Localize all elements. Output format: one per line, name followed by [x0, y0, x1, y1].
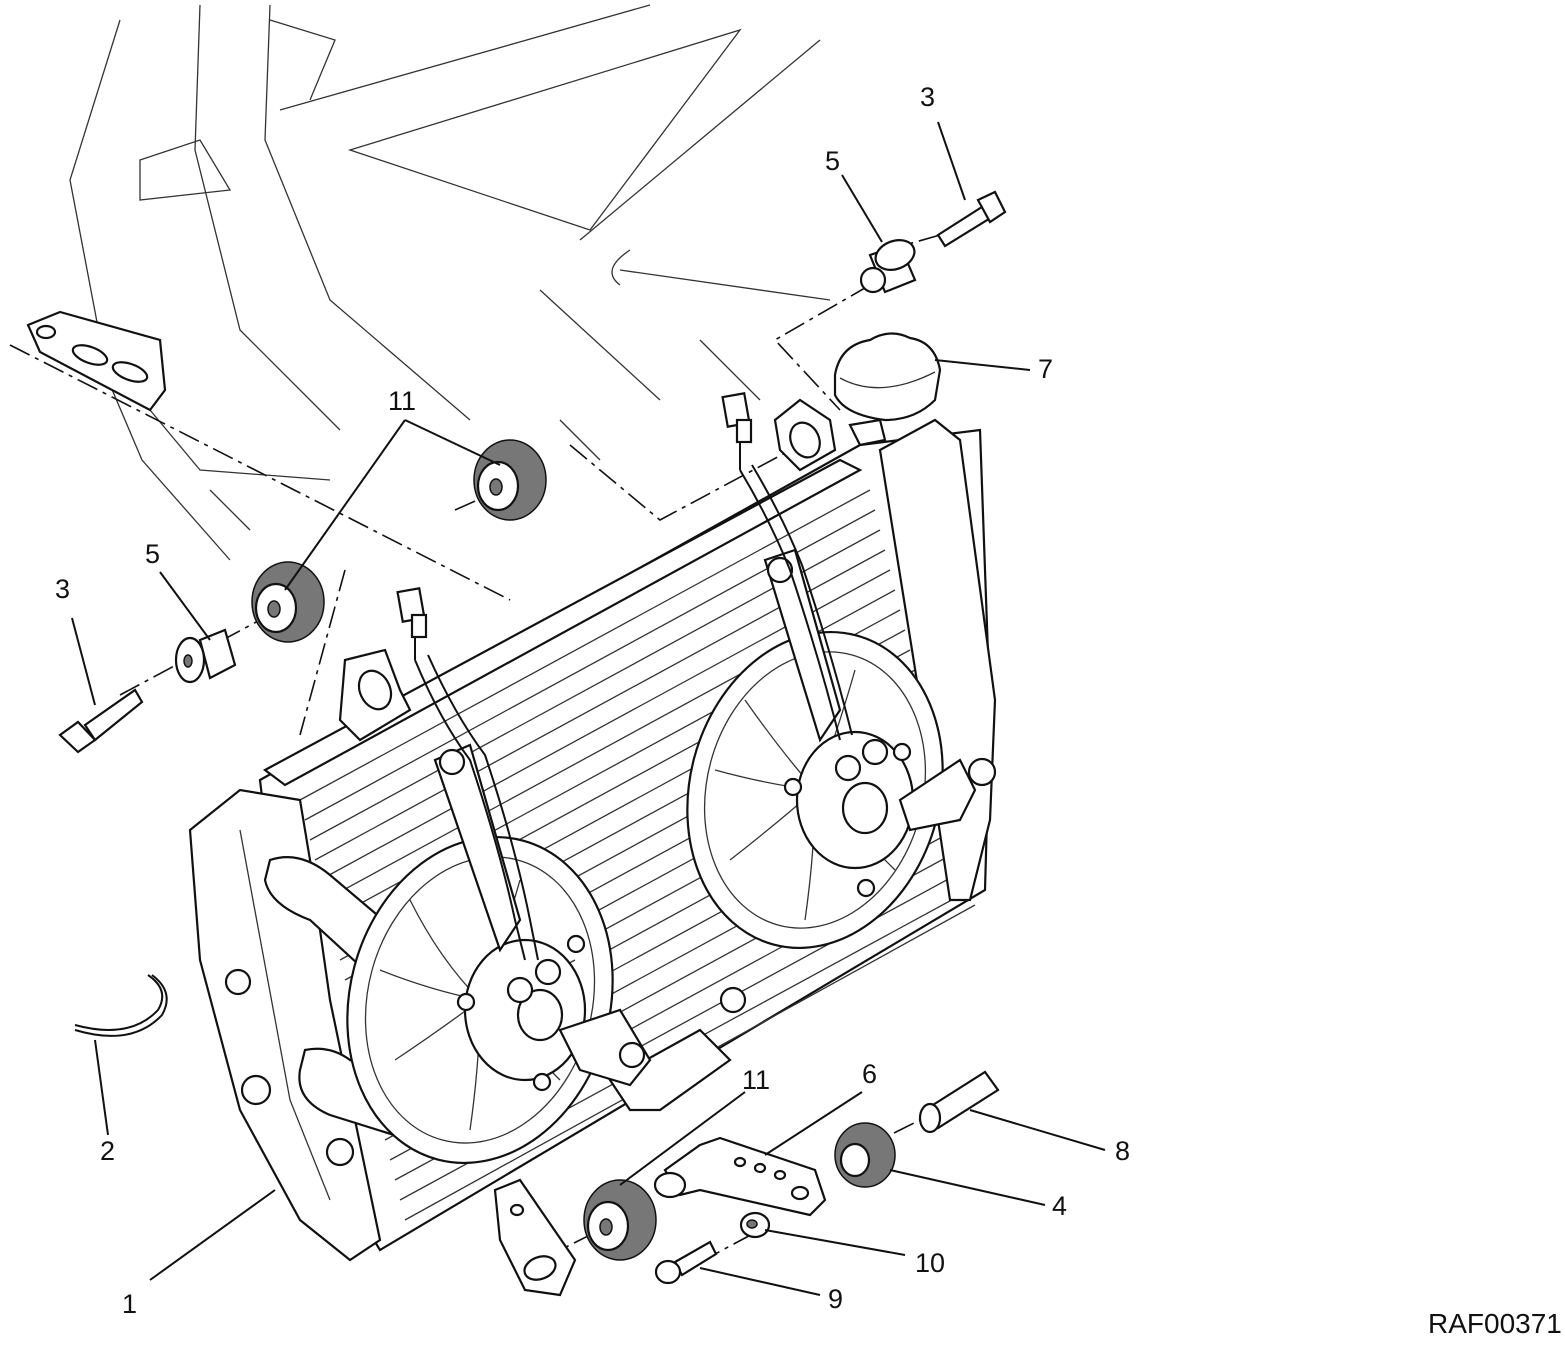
right-fan-connector	[721, 392, 753, 470]
washer	[739, 1211, 771, 1239]
mounting-bracket	[653, 1136, 827, 1217]
callout-7: 7	[1038, 354, 1053, 384]
callout-labels: 1 2 3 3 4 5 5 6 7 8 9 10 11 11	[55, 82, 1130, 1319]
bushing-right	[859, 239, 917, 294]
callout-3-right: 3	[920, 82, 935, 112]
callout-8: 8	[1115, 1136, 1130, 1166]
callout-1: 1	[122, 1289, 137, 1319]
bolt-right	[936, 190, 1007, 248]
callout-10: 10	[915, 1248, 945, 1278]
callout-11-upper: 11	[388, 386, 416, 416]
leader-lines	[71, 121, 1106, 1296]
callout-5-left: 5	[145, 539, 160, 569]
bolt-left	[58, 688, 144, 754]
callout-5-right: 5	[825, 146, 840, 176]
bushing-left	[174, 628, 237, 684]
callout-6: 6	[862, 1059, 877, 1089]
spacer-pin	[918, 1070, 1000, 1134]
callout-11-lower: 11	[742, 1065, 770, 1095]
left-fan-connector	[396, 587, 428, 660]
radiator-cap	[833, 332, 942, 447]
callout-2: 2	[100, 1136, 115, 1166]
callout-4: 4	[1052, 1191, 1067, 1221]
screw	[654, 1240, 718, 1285]
reference-code: RAF00371	[1428, 1308, 1562, 1339]
grommet-left	[251, 561, 325, 643]
right-cooling-fan	[686, 464, 977, 1014]
left-cooling-fan	[346, 654, 652, 1164]
grommet-upper	[473, 439, 547, 521]
left-frame-bracket	[26, 310, 167, 412]
callout-9: 9	[828, 1284, 843, 1314]
frame-outline	[69, 4, 831, 561]
grommet-lower	[583, 1179, 657, 1261]
grommet-small	[834, 1122, 896, 1188]
callout-3-left: 3	[55, 574, 70, 604]
cable-tie	[74, 974, 168, 1037]
